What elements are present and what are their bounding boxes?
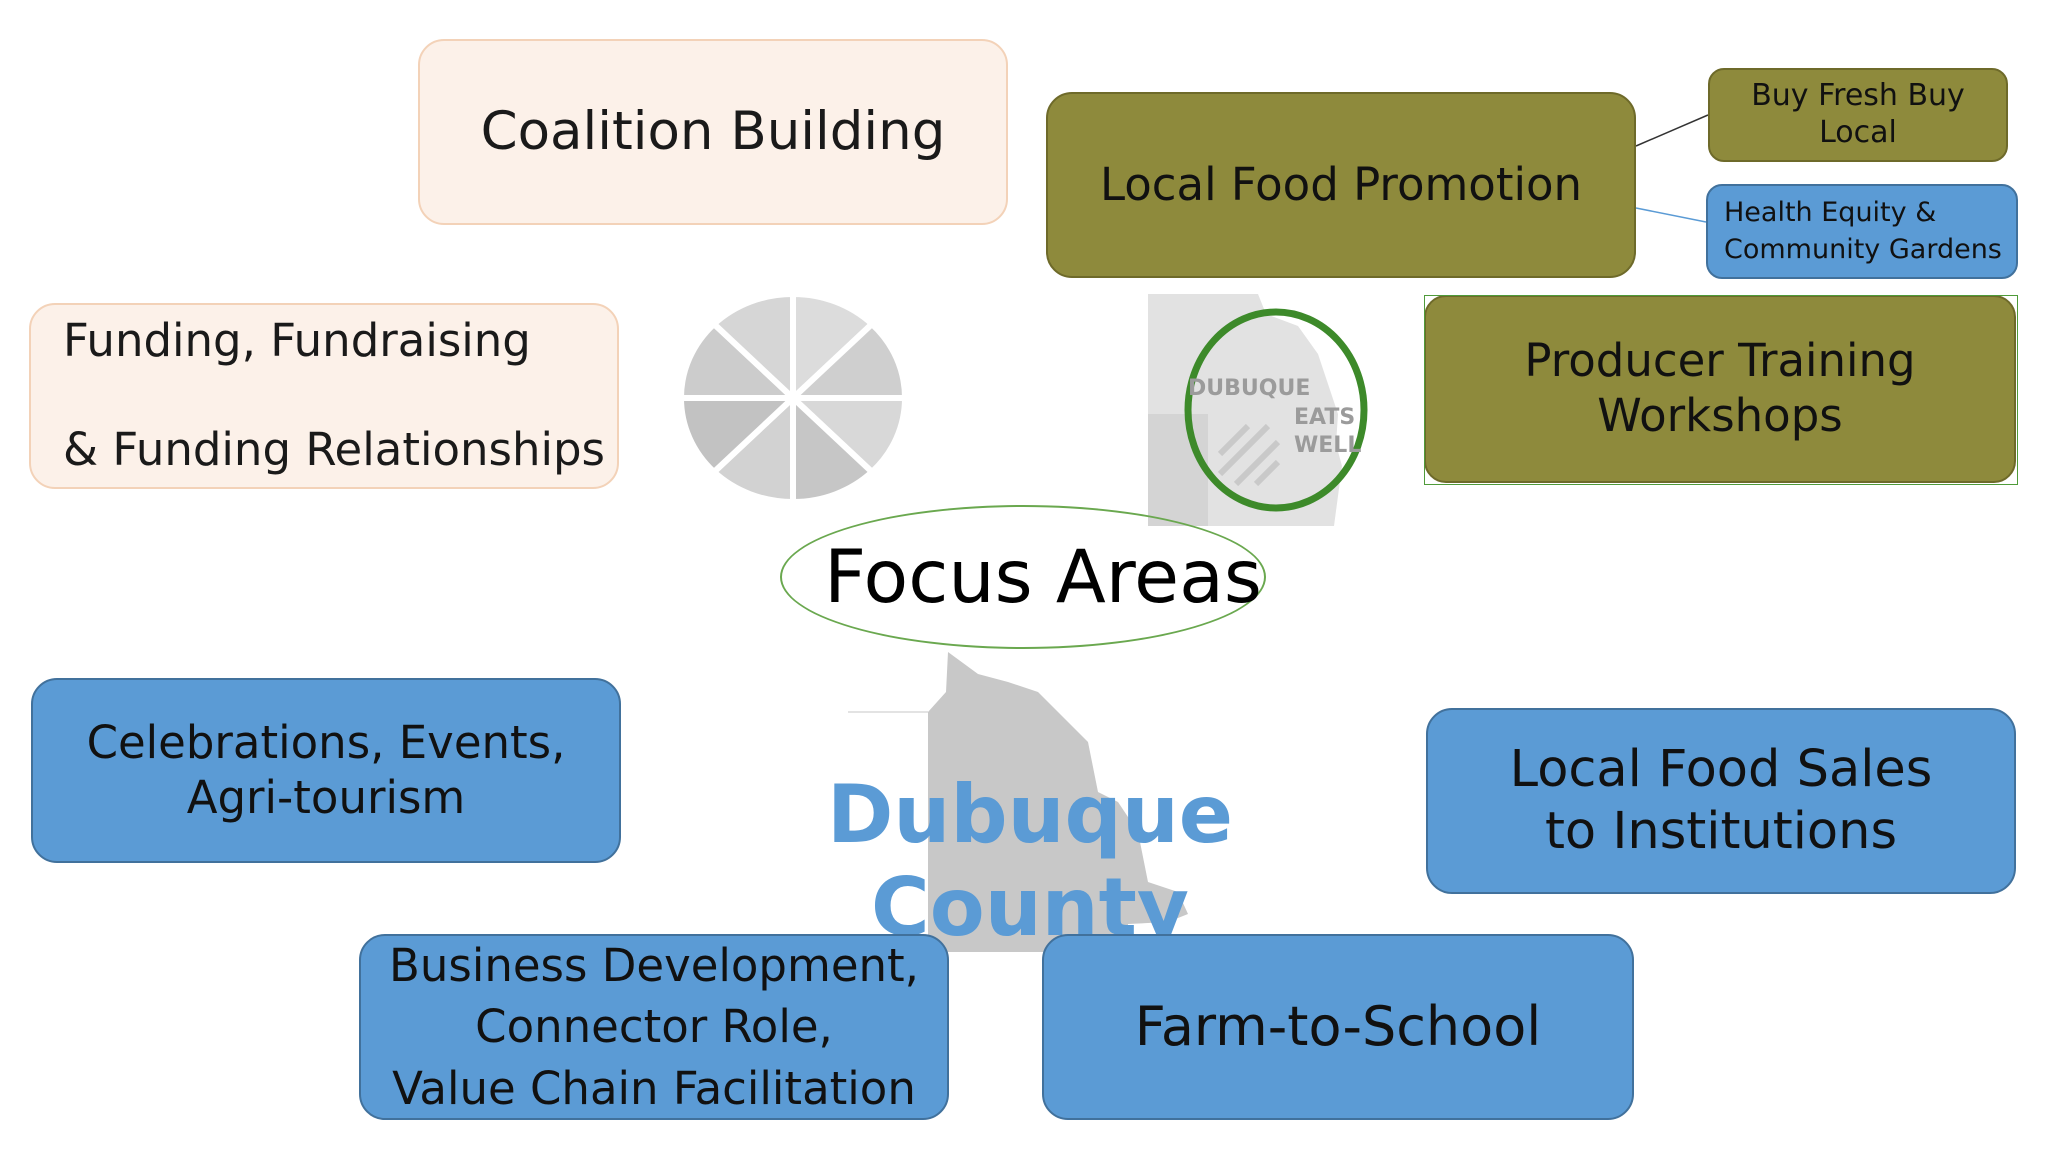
health-equity-box: Health Equity & Community Gardens (1706, 184, 2018, 279)
county-label: Dubuque County (826, 768, 1234, 954)
celebrations-box: Celebrations, Events, Agri-tourism (31, 678, 621, 863)
local-food-promotion-box: Local Food Promotion (1046, 92, 1636, 278)
dubuque-eats-well-logo-icon (1148, 294, 1400, 526)
wheel-logo-icon (678, 290, 908, 506)
logo-text: DUBUQUE EATS WELL (1188, 375, 1361, 461)
focus-areas-label: Focus Areas (824, 534, 1262, 620)
funding-line-2: & Funding Relationships (63, 423, 605, 477)
funding-line-1: Funding, Fundraising (63, 313, 531, 367)
producer-training-box: Producer Training Workshops (1424, 295, 2016, 483)
local-food-sales-box: Local Food Sales to Institutions (1426, 708, 2016, 894)
farm-to-school-box: Farm-to-School (1042, 934, 1634, 1120)
business-development-box: Business Development, Connector Role, Va… (359, 934, 949, 1120)
logo-text-eats: EATS (1294, 404, 1356, 430)
logo-text-dubuque: DUBUQUE (1188, 376, 1311, 401)
county-map-icon (848, 652, 1188, 952)
funding-box: Funding, Fundraising & Funding Relations… (29, 303, 619, 489)
focus-areas-ellipse (780, 505, 1266, 649)
logo-text-well: WELL (1294, 433, 1362, 459)
coalition-building-box: Coalition Building (418, 39, 1008, 225)
buy-fresh-buy-local-box: Buy Fresh Buy Local (1708, 68, 2008, 162)
